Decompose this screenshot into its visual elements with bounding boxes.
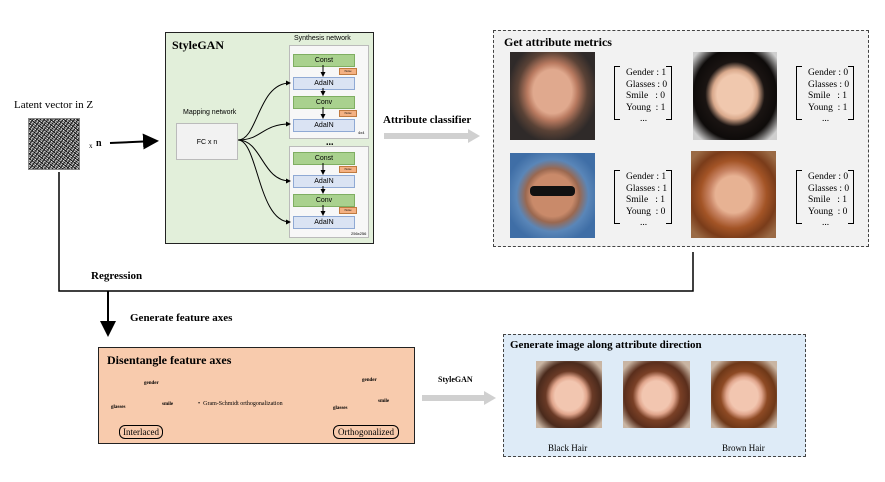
adain-block-1: AdaIN <box>293 77 355 90</box>
metric-line: ... <box>822 218 830 228</box>
synthesis-title: Synthesis network <box>294 35 351 42</box>
metrics-face-2: Gender : 0 Glasses : 0 Smile : 1 Young :… <box>808 68 849 126</box>
conv-block-1: Conv <box>293 96 355 109</box>
latent-to-stylegan-arrow <box>109 133 159 150</box>
metrics-face-3: Gender : 1 Glasses : 1 Smile : 1 Young :… <box>626 172 667 230</box>
metric-line: Smile : 0 <box>626 91 666 101</box>
disentangle-panel <box>98 347 415 444</box>
metric-line: Glasses : 0 <box>626 79 668 90</box>
map-curve-4 <box>237 139 291 225</box>
noise-tag-3: Noise <box>339 166 357 173</box>
metric-line: ... <box>640 218 648 228</box>
stylegan-title: StyleGAN <box>172 38 224 52</box>
metrics-face-4: Gender : 0 Glasses : 0 Smile : 1 Young :… <box>808 172 849 230</box>
classifier-label: Attribute classifier <box>383 114 472 126</box>
metric-line: Gender : 0 <box>808 68 849 78</box>
metric-line: Young : 1 <box>808 102 848 113</box>
noise-tag-2: Noise <box>339 110 357 117</box>
hair-face-2 <box>623 361 690 428</box>
regression-line <box>58 172 694 292</box>
stylegan-arrow-label: StyleGAN <box>438 375 473 384</box>
metric-line: Glasses : 1 <box>626 183 668 194</box>
latent-vector-title: Latent vector in Z <box>14 99 94 111</box>
res-label-2: 256x256 <box>351 231 367 236</box>
map-curve-1 <box>237 80 291 141</box>
orthogonalized-label: Orthogonalized <box>333 425 399 439</box>
metric-line: Gender : 0 <box>808 172 849 182</box>
hair-face-3 <box>711 361 777 428</box>
metric-line: Smile : 1 <box>626 195 666 205</box>
metric-line: Glasses : 0 <box>808 183 850 194</box>
interlaced-label: Interlaced <box>119 425 163 439</box>
adain-block-3: AdaIN <box>293 175 355 188</box>
axis-label-gender-1: gender <box>144 381 159 386</box>
axis-label-smile-1: smile <box>162 402 174 407</box>
metric-line: Gender : 1 <box>626 68 667 78</box>
fc-block: FC x n <box>176 123 238 160</box>
face-man-2 <box>510 153 595 238</box>
metric-line: Young : 1 <box>626 102 666 113</box>
disentangle-title: Disentangle feature axes <box>107 353 232 367</box>
axis-label-gender-2: gender <box>362 378 377 383</box>
generate-title: Generate image along attribute direction <box>510 339 702 351</box>
map-curve-2 <box>237 121 291 141</box>
adain-block-4: AdaIN <box>293 216 355 229</box>
metrics-face-1: Gender : 1 Glasses : 0 Smile : 0 Young :… <box>626 68 667 126</box>
face-man-1 <box>510 52 595 140</box>
metric-line: Young : 0 <box>626 206 666 217</box>
axis-label-glasses-1: glasses <box>111 405 126 410</box>
mapping-title: Mapping network <box>183 109 237 116</box>
res-label-1: 4x4 <box>358 130 365 135</box>
metric-line: ... <box>640 114 648 124</box>
map-curve-3 <box>237 139 291 184</box>
axis-label-glasses-2: glasses <box>333 406 348 411</box>
axis-label-smile-2: smile <box>378 399 390 404</box>
gram-schmidt-label: • Gram-Schmidt orthogonalization <box>198 401 283 407</box>
metric-line: ... <box>822 114 830 124</box>
noise-tag-4: Noise <box>339 207 357 214</box>
brown-hair-label: Brown Hair <box>722 443 765 453</box>
const-block-1: Const <box>293 54 355 67</box>
stylegan-arrow-head <box>484 391 496 405</box>
metric-line: Glasses : 0 <box>808 79 850 90</box>
face-woman-2 <box>691 151 776 238</box>
adain-block-2: AdaIN <box>293 119 355 132</box>
latent-noise-image <box>28 118 80 170</box>
latent-n: n <box>96 138 102 149</box>
generate-axes-label: Generate feature axes <box>130 312 233 324</box>
synthesis-ellipsis: ... <box>326 137 334 148</box>
conv-block-2: Conv <box>293 194 355 207</box>
const-block-2: Const <box>293 152 355 165</box>
metric-line: Smile : 1 <box>808 91 848 101</box>
classifier-arrow-head <box>468 129 480 143</box>
metric-line: Young : 0 <box>808 206 848 217</box>
metric-line: Smile : 1 <box>808 195 848 205</box>
face-woman-1 <box>693 52 777 140</box>
noise-tag-1: Noise <box>339 68 357 75</box>
metrics-title: Get attribute metrics <box>504 35 612 49</box>
metric-line: Gender : 1 <box>626 172 667 182</box>
latent-times: x <box>89 142 93 150</box>
hair-face-1 <box>536 361 602 428</box>
sunglasses <box>530 186 575 196</box>
regression-label: Regression <box>91 270 143 282</box>
gram-schmidt-text: Gram-Schmidt orthogonalization <box>203 401 283 407</box>
black-hair-label: Black Hair <box>548 443 588 453</box>
